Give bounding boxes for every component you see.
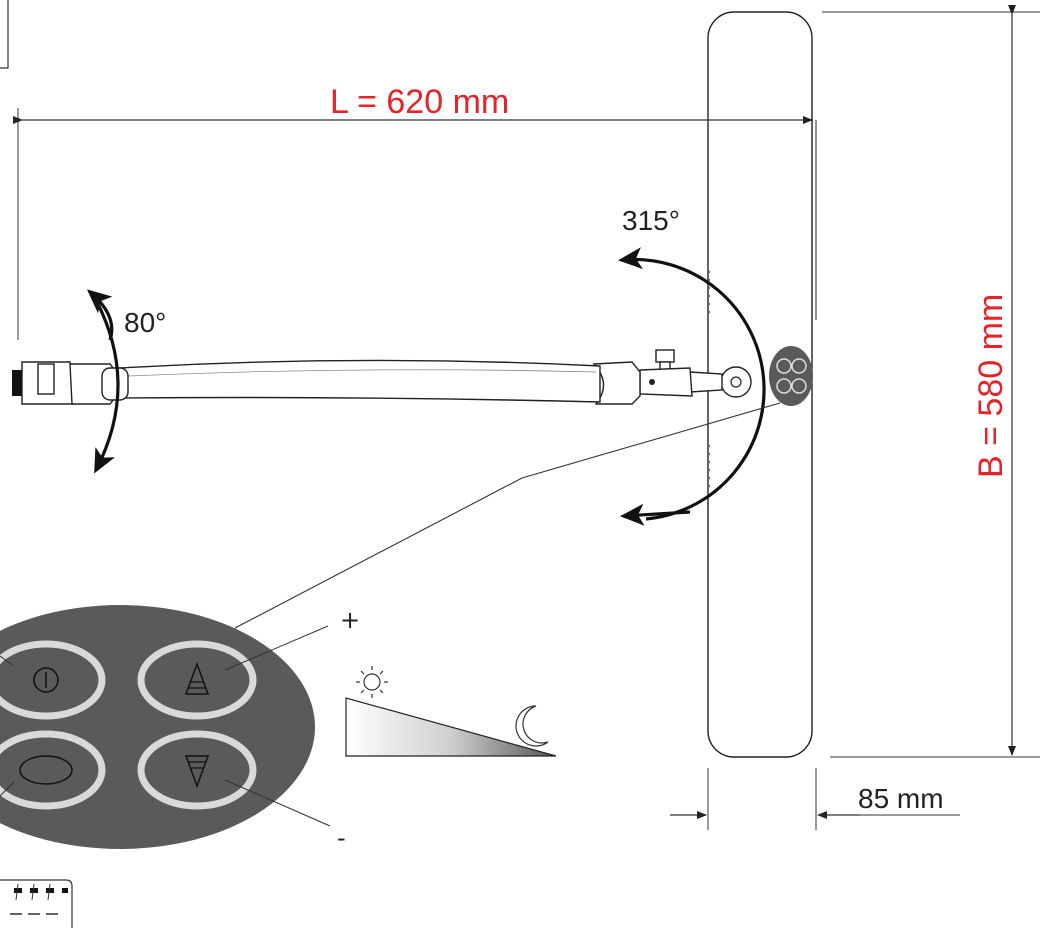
vent-slots-lower (707, 444, 711, 488)
minus-symbol: - (337, 824, 346, 852)
keypad-detail (0, 605, 331, 849)
connector-strip (0, 879, 73, 928)
lamp-arm (119, 359, 601, 403)
sun-icon (356, 666, 388, 698)
wall-mount (12, 361, 129, 405)
brightness-scale (345, 666, 557, 757)
moon-icon (515, 705, 549, 747)
depth-label: 85 mm (858, 783, 944, 814)
arm-tilt-arrow (86, 289, 120, 474)
lamp-head (707, 11, 817, 758)
width-dimension (822, 5, 1040, 758)
brightness-up-button[interactable] (137, 640, 257, 720)
length-dimension (13, 108, 813, 340)
power-button[interactable] (0, 640, 106, 720)
mode-button[interactable] (0, 730, 106, 810)
length-label: L = 620 mm (330, 83, 509, 121)
plus-symbol: + (340, 606, 360, 634)
head-rotation-label: 315° (622, 205, 680, 236)
keypad-leader-line (234, 402, 781, 629)
width-label: B = 580 mm (972, 294, 1010, 478)
arm-tilt-label: 80° (124, 307, 166, 338)
vent-slots-upper (707, 270, 711, 314)
frame-corner (0, 0, 9, 69)
brightness-down-button[interactable] (137, 730, 257, 810)
head-rotation-arrow (618, 247, 766, 526)
head-joint (592, 349, 752, 405)
head-keypad (769, 346, 813, 406)
depth-dimension (670, 768, 960, 830)
